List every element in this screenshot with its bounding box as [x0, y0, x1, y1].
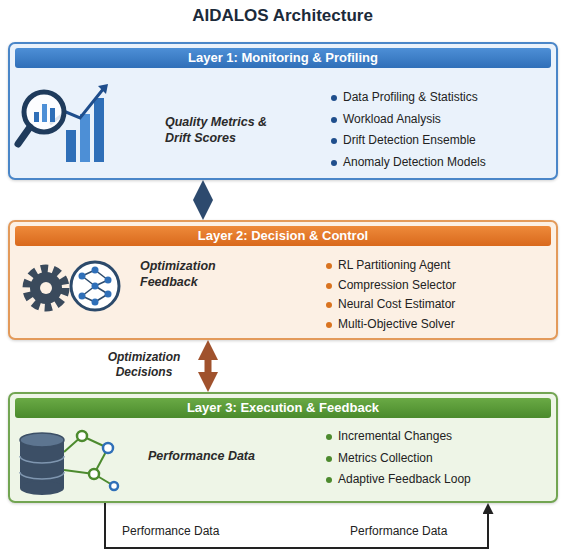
bullet-item: Multi-Objective Solver	[325, 317, 455, 332]
layer-header: Layer 1: Monitoring & Profiling	[15, 48, 551, 68]
layer-panel: Layer 1: Monitoring & ProfilingQuality M…	[8, 42, 558, 180]
bullet-dot	[326, 302, 332, 308]
bullet-item: Incremental Changes	[325, 429, 452, 444]
flow-arrow	[200, 192, 207, 208]
bullet-item: Metrics Collection	[325, 451, 433, 466]
bullet-item: RL Partitioning Agent	[325, 258, 450, 273]
bullet-dot	[331, 117, 337, 123]
layer-panel: Layer 3: Execution & FeedbackPerformance…	[8, 392, 558, 503]
loop-label: Performance Data	[122, 524, 219, 539]
bullet-dot	[331, 138, 337, 144]
ai-gear-icon	[27, 262, 119, 310]
analytics-icon	[18, 84, 108, 162]
bullet-dot	[326, 322, 332, 328]
bullet-item: Neural Cost Estimator	[325, 297, 455, 312]
layer-header: Layer 2: Decision & Control	[15, 226, 551, 246]
bullet-dot	[331, 95, 337, 101]
edge-label: Optimization Decisions	[98, 350, 190, 380]
layer-panel: Layer 2: Decision & ControlOptimization …	[8, 220, 558, 340]
bullet-dot	[326, 456, 332, 462]
bullet-dot	[326, 263, 332, 269]
flow-arrow	[205, 352, 212, 380]
diagram-title: AIDALOS Architecture	[0, 6, 565, 26]
bullet-item: Data Profiling & Statistics	[330, 90, 478, 105]
flow-caption: Quality Metrics & Drift Scores	[165, 114, 269, 146]
bullet-item: Workload Analysis	[330, 112, 441, 127]
bullet-item: Anomaly Detection Models	[330, 155, 486, 170]
flow-caption: Performance Data	[148, 448, 278, 464]
bullet-item: Compression Selector	[325, 278, 456, 293]
bullet-item: Adaptive Feedback Loop	[325, 472, 471, 487]
feedback-loop	[105, 503, 488, 548]
bullet-dot	[331, 160, 337, 166]
bullet-dot	[326, 477, 332, 483]
bullet-dot	[326, 434, 332, 440]
bullet-item: Drift Detection Ensemble	[330, 133, 476, 148]
bullet-dot	[326, 283, 332, 289]
database-icon	[20, 431, 118, 495]
loop-label: Performance Data	[350, 524, 447, 539]
layer-header: Layer 3: Execution & Feedback	[15, 398, 551, 418]
flow-caption: Optimization Feedback	[140, 258, 232, 290]
